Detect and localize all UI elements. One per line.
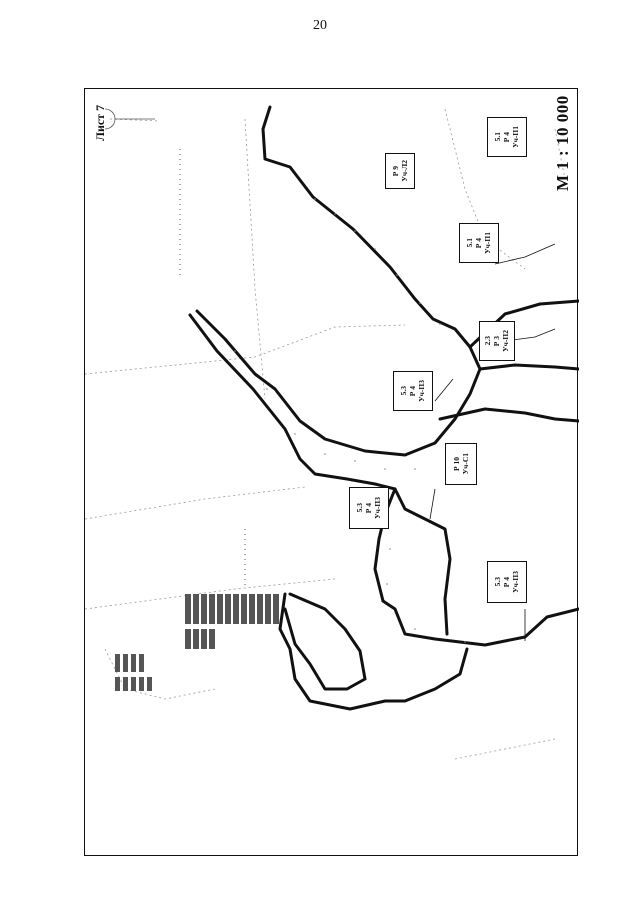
parcel-code: Уч-П3 <box>417 380 426 402</box>
parcel-code: Р 4 <box>474 237 483 249</box>
sheet-label: Лист 7 <box>93 104 107 141</box>
parcel-label: Р 10 Уч-С1 <box>445 443 477 485</box>
parcel-code: Уч-П2 <box>501 330 510 352</box>
map-sheet: Лист 7 М 1 : 10 000 Р 9 Уч-Л2 5.1 Р 4 Уч… <box>84 88 579 856</box>
parcel-label: 2.3 Р 3 Уч-П2 <box>479 321 515 361</box>
parcel-code: 5.1 <box>465 238 474 248</box>
parcel-label: 5.1 Р 4 Уч-П1 <box>487 117 527 157</box>
parcel-label: 5.1 Р 4 Уч-П1 <box>459 223 499 263</box>
parcel-code: 5.3 <box>493 577 502 587</box>
parcel-code: Уч-П3 <box>511 571 520 593</box>
parcel-label: 5.3 Р 4 Уч-П3 <box>349 487 389 529</box>
parcel-code: Уч-С1 <box>460 453 470 475</box>
parcel-code: Уч-П1 <box>483 232 492 254</box>
parcel-code: 5.1 <box>493 132 502 142</box>
parcel-code: Р 4 <box>502 576 511 588</box>
parcel-code: 5.3 <box>355 503 364 513</box>
parcel-code: Р 4 <box>502 131 511 143</box>
parcel-code: Р 4 <box>364 502 373 514</box>
parcel-code: Р 10 <box>451 457 461 471</box>
background-field-lines <box>85 108 566 760</box>
river-label-dots <box>179 149 246 589</box>
parcel-code: 5.3 <box>399 386 408 396</box>
label-leaders <box>404 243 556 641</box>
parcel-code: Уч-П3 <box>373 497 382 519</box>
map-drawing <box>85 105 579 760</box>
parcel-code: Уч-Л2 <box>399 160 409 182</box>
boundary-lines <box>188 105 579 711</box>
parcel-label: Р 9 Уч-Л2 <box>385 153 415 189</box>
scale-label: М 1 : 10 000 <box>553 95 572 191</box>
page-number: 20 <box>313 18 327 33</box>
bank-texture <box>234 198 466 643</box>
parcel-code: Р 3 <box>492 335 501 347</box>
north-mark-icon <box>104 108 155 130</box>
parcel-code: 2.3 <box>483 336 492 346</box>
parcel-code: Р 4 <box>408 385 417 397</box>
parcel-code: Уч-П1 <box>511 126 520 148</box>
parcel-label: 5.3 Р 4 Уч-П3 <box>487 561 527 603</box>
parcel-code: Р 9 <box>390 165 400 177</box>
settlement-blocks <box>115 594 279 691</box>
parcel-label: 5.3 Р 4 Уч-П3 <box>393 371 433 411</box>
